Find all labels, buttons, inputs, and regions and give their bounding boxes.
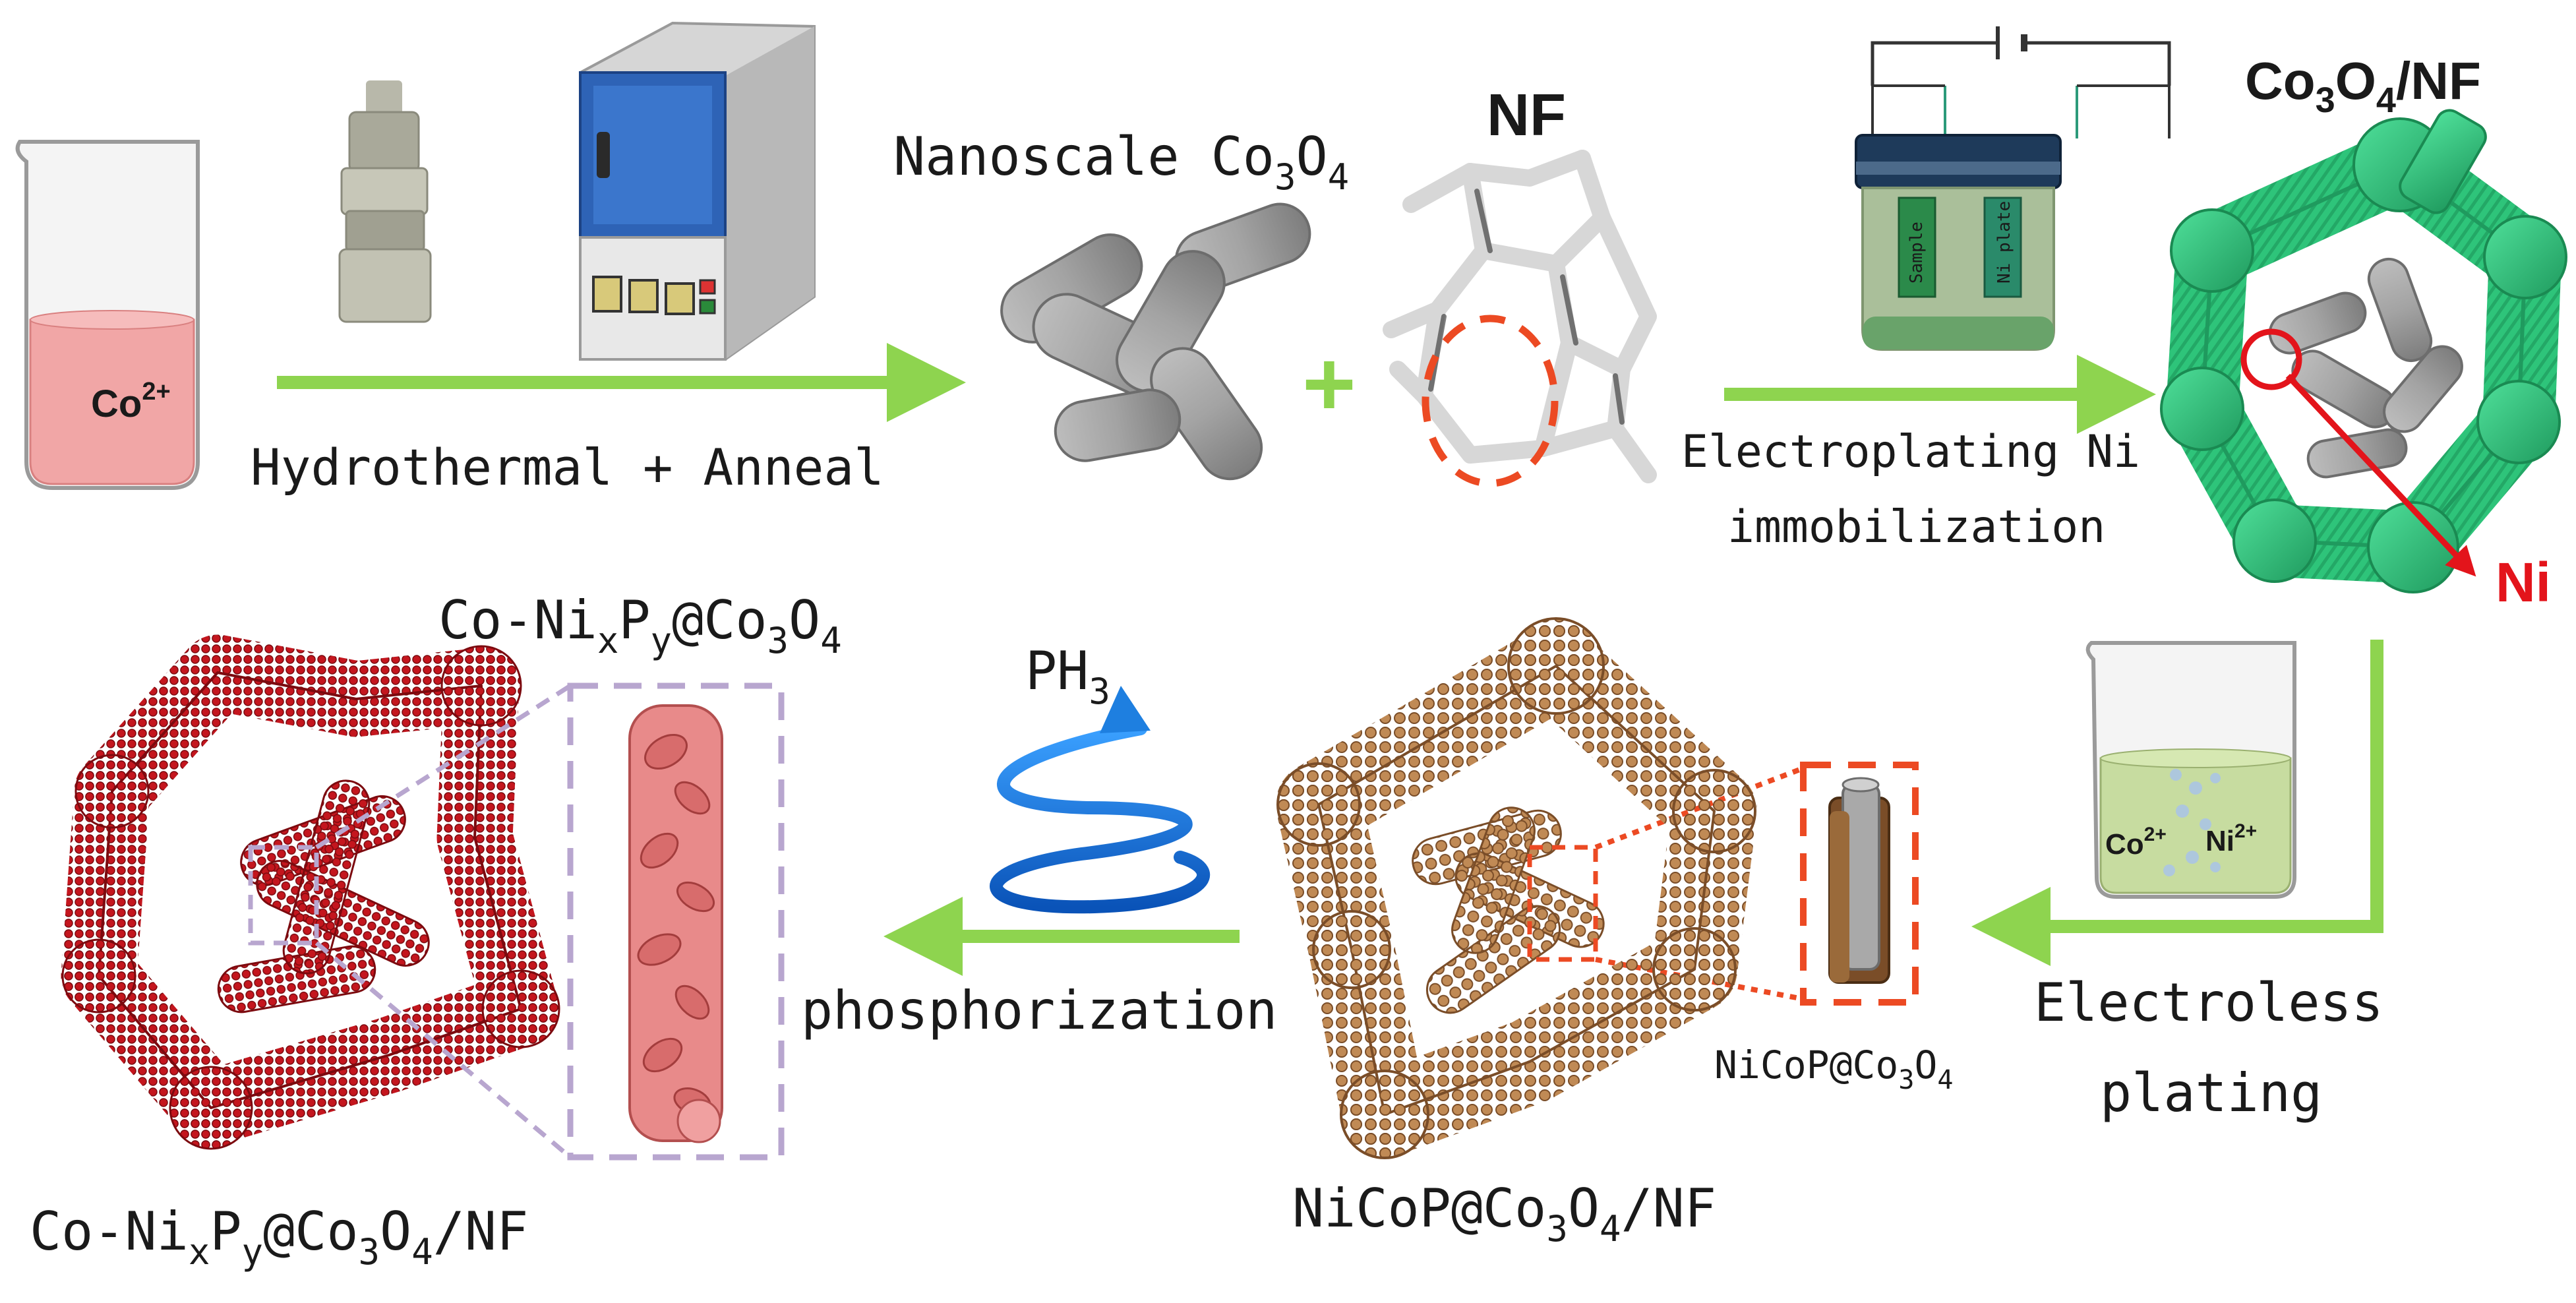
co3o4-nanorods	[1000, 202, 1311, 481]
step-electroplating-line2: immobilization	[1727, 501, 2105, 553]
ni-label: Ni	[2496, 551, 2551, 613]
furnace-icon	[579, 21, 816, 361]
nanoscale-co3o4-label: Nanoscale Co3O4	[893, 126, 1349, 198]
final-zoom-line-bottom	[315, 941, 572, 1159]
nicop-nf-foam-brown	[1276, 617, 1757, 1159]
bath-co-label: Co2+	[2105, 824, 2167, 861]
final-rod-inset-frame	[567, 682, 785, 1161]
final-material-label-top: Co-NixPy@Co3O4	[438, 590, 842, 661]
co3o4-nf-label: Co3O4/NF	[2245, 51, 2481, 120]
step-phosphorization-label: phosphorization	[801, 980, 1277, 1041]
nickel-foam-skeleton	[1383, 150, 1657, 483]
bath-ni-label: Ni2+	[2205, 820, 2257, 857]
nicop-rod-inset-frame	[1800, 762, 1919, 1006]
cell-ni-plate-label: Ni plate	[1994, 201, 2014, 284]
ph3-gas-spiral	[990, 686, 1211, 914]
nicop-zoom-box	[1527, 845, 1598, 962]
final-zoom-line-top	[315, 684, 572, 849]
co3o4-nf-foam-green	[2160, 109, 2567, 593]
step-hydrothermal-label: Hydrothermal + Anneal	[251, 438, 884, 497]
ph3-label: PH3	[1025, 640, 1110, 712]
cell-sample-label: Sample	[1907, 222, 1927, 284]
ni-pointer-arrow	[2285, 373, 2476, 577]
plus-sign: +	[1302, 332, 1356, 435]
step-electroplating-line1: Electroplating Ni	[1681, 426, 2140, 478]
step-electroless-line2: plating	[2100, 1062, 2322, 1124]
ni-highlight-circle	[2240, 328, 2302, 390]
nicop-coated-rod	[1828, 777, 1890, 984]
nf-label: NF	[1487, 82, 1566, 148]
step-electroless-line1: Electroless	[2034, 972, 2383, 1033]
co-nixpy-nf-foam-red	[61, 634, 560, 1150]
autoclave-icon	[338, 80, 432, 323]
electroless-bath-beaker: Co2+ Ni2+	[2085, 641, 2296, 899]
arrow-electroless	[1971, 640, 2383, 966]
electroplating-cell: Sample Ni plate	[1855, 26, 2171, 351]
co-ion-label: Co2+	[91, 378, 171, 425]
final-material-label-bottom: Co-NixPy@Co3O4/NF	[30, 1201, 528, 1273]
final-zoom-box	[248, 845, 319, 946]
nicop-nf-label: NiCoP@Co3O4/NF	[1292, 1178, 1716, 1250]
co-nixpy-coated-rod	[628, 704, 723, 1143]
nicop-rod-label: NiCoP@Co3O4	[1714, 1043, 1953, 1095]
nf-highlight-circle	[1422, 315, 1559, 487]
co-solution-beaker: Co2+	[15, 140, 200, 490]
